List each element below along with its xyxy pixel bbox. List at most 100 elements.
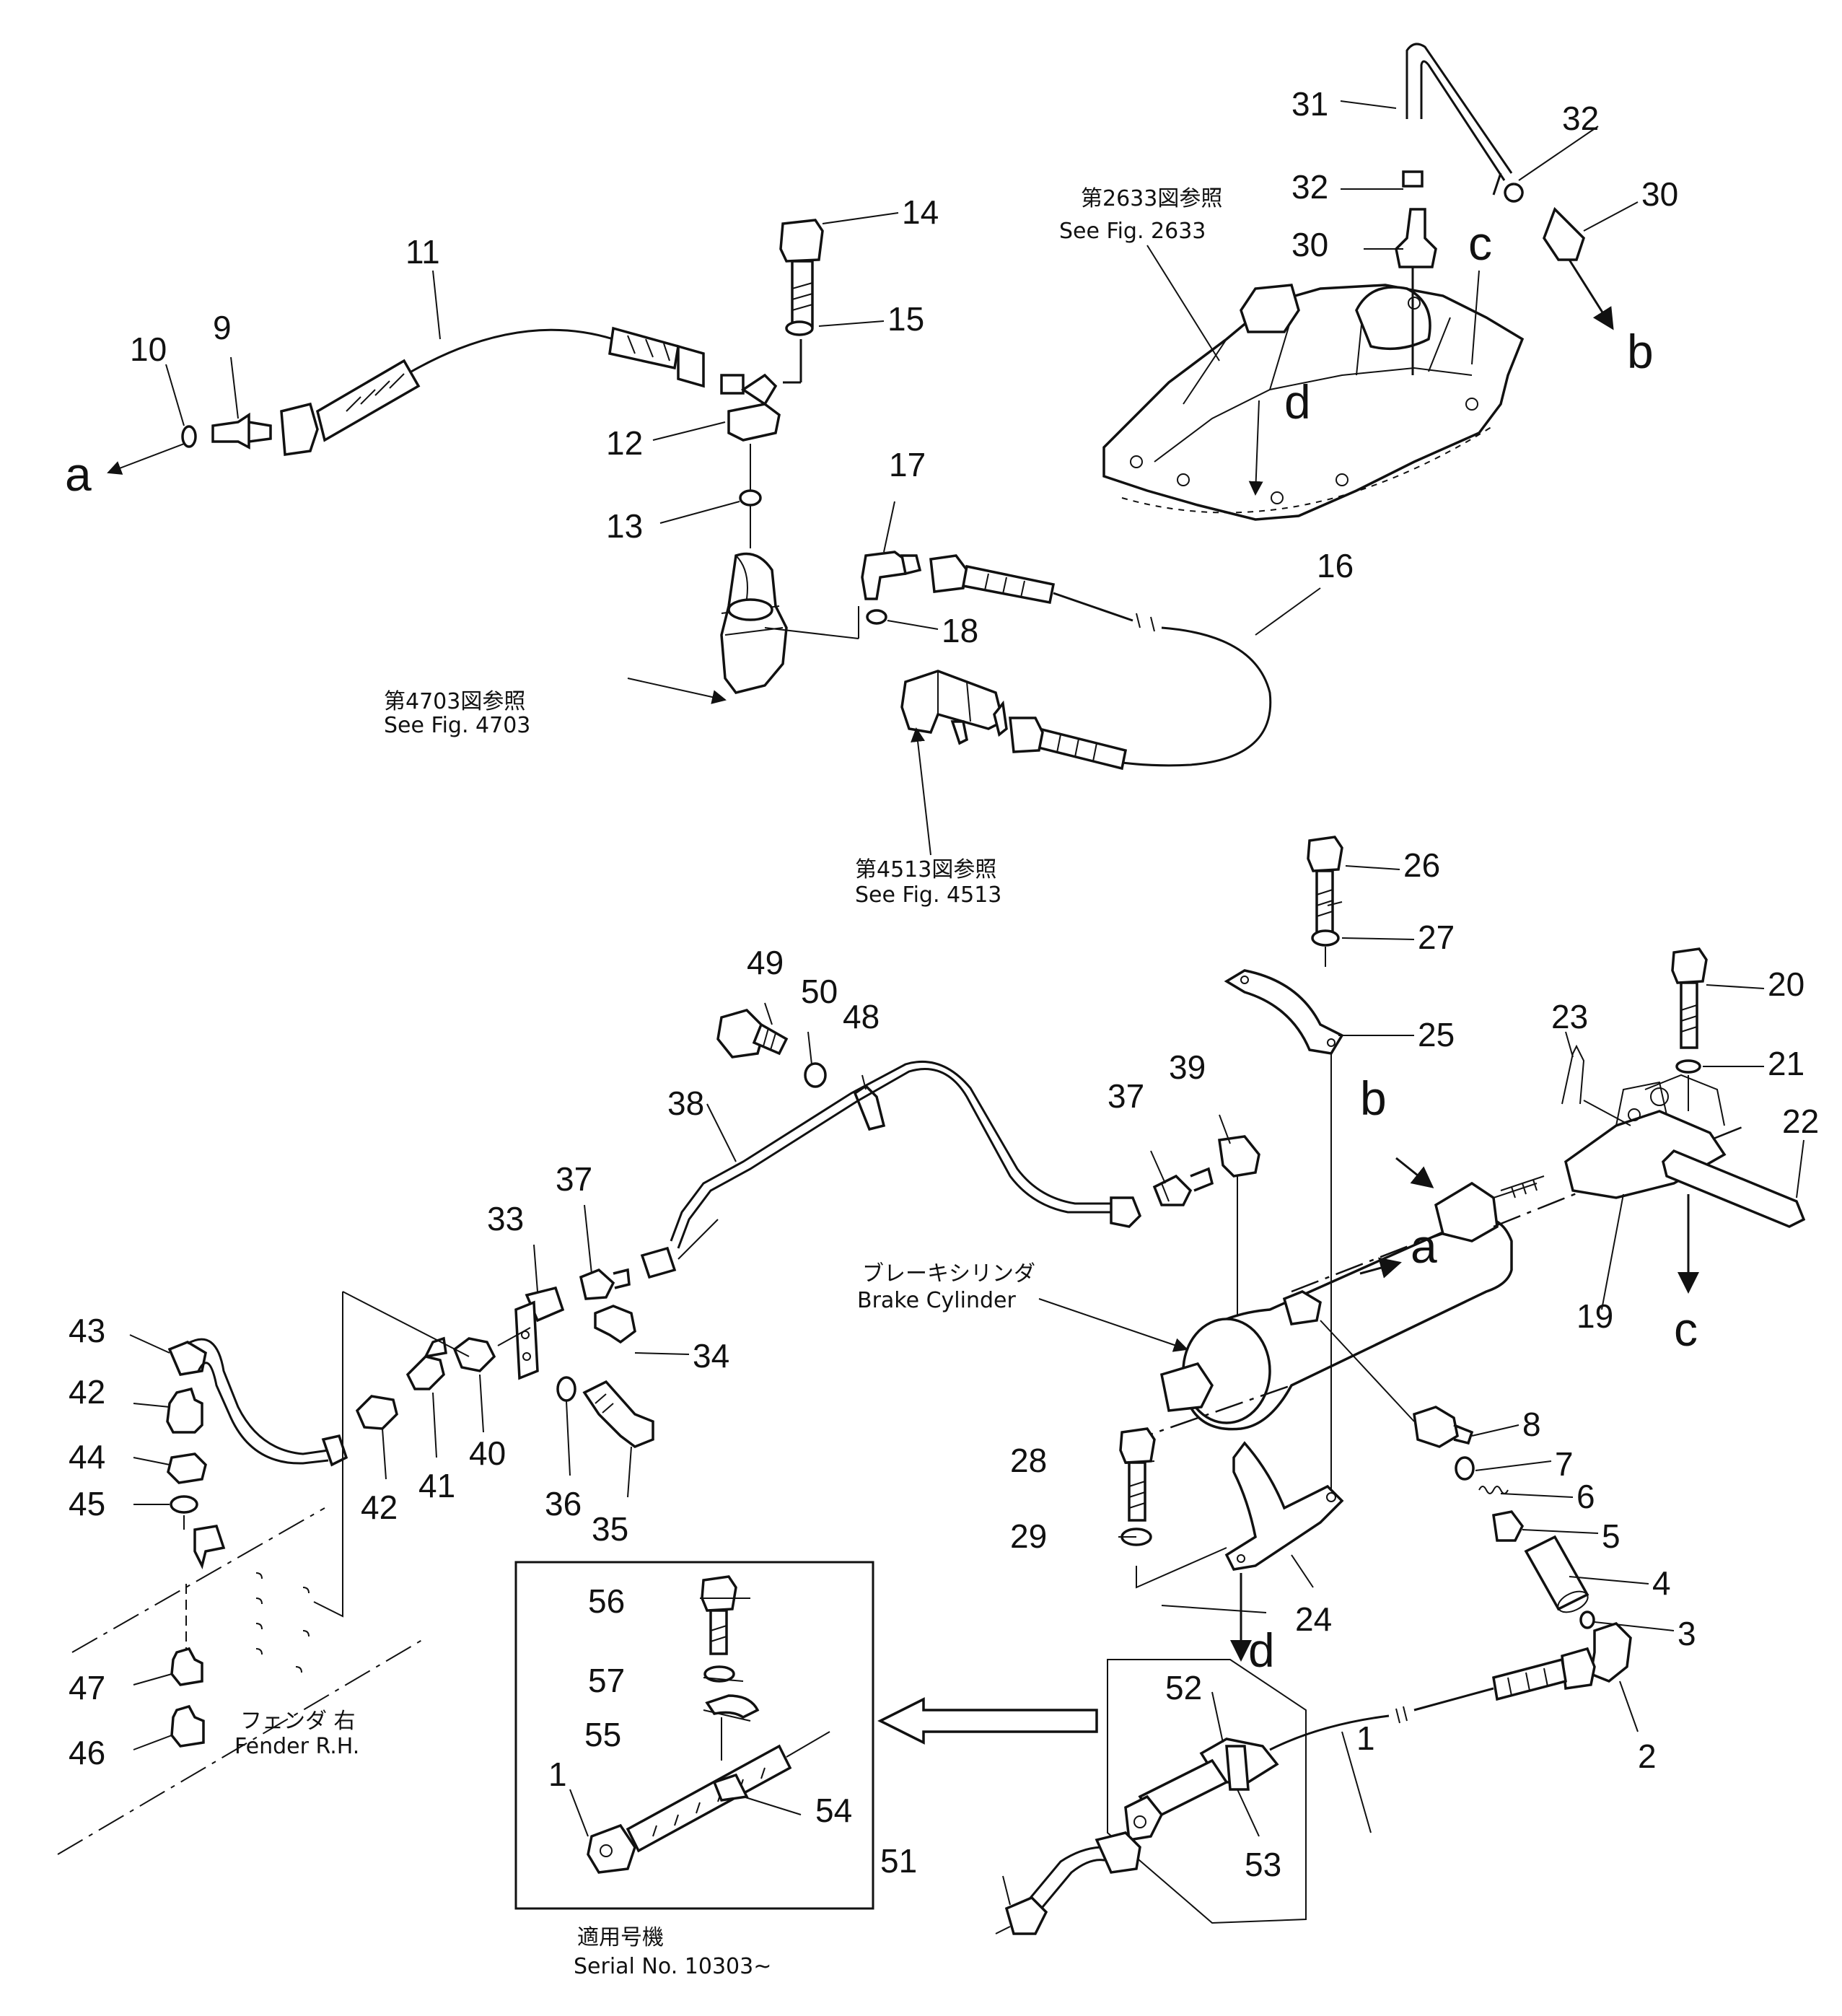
letter-b-lower: b [1360, 1071, 1387, 1125]
adapter-42-middle [355, 1395, 398, 1430]
housing-flange [727, 598, 773, 621]
washer-21 [1675, 1059, 1701, 1074]
hose16-nut-top [929, 554, 968, 593]
transmission-cover-assembly [1102, 284, 1525, 521]
detail-d-panel [1107, 1659, 1307, 1924]
bolt-14-washer-15 [779, 219, 824, 336]
ref-fender-jp: フェンダ 右 [240, 1709, 356, 1734]
part-number-37-left: 37 [556, 1160, 592, 1198]
brake-cylinder-flange [1434, 1181, 1499, 1243]
o-ring-3 [1579, 1610, 1595, 1629]
elbow-fitting-left [1395, 208, 1437, 268]
adapter-40 [452, 1337, 496, 1372]
washer-57 [703, 1665, 735, 1683]
spring-6 [1478, 1486, 1509, 1494]
adapter-8 [1413, 1406, 1474, 1448]
cover-dome [1355, 286, 1431, 351]
part-number-10: 10 [130, 330, 167, 368]
part-number-7: 7 [1555, 1445, 1574, 1483]
strap-25 [1224, 969, 1344, 1055]
part-number-48: 48 [843, 998, 880, 1035]
cover-bolt-hole [1465, 398, 1478, 411]
part-number-17: 17 [889, 446, 926, 483]
washer-27 [1311, 929, 1340, 947]
elbow-fitting-12-stub [720, 374, 745, 395]
part-number-32-left: 32 [1291, 168, 1328, 206]
ref-fig2633-jp: 第2633図参照 [1081, 186, 1222, 211]
valve-5 [1492, 1510, 1525, 1542]
part-number-30-left: 30 [1291, 226, 1328, 263]
hose1-nut-right [1561, 1647, 1596, 1690]
clamp-53 [1225, 1745, 1250, 1791]
part-number-9: 9 [213, 309, 232, 346]
pipe-51-fitting [1004, 1896, 1048, 1935]
bracket-19-group [1561, 947, 1806, 1294]
letter-d-lower: d [1248, 1623, 1275, 1677]
ref-fig4513-jp: 第4513図参照 [855, 857, 996, 882]
arrow-from-b [1395, 1157, 1434, 1188]
part-number-3: 3 [1677, 1615, 1696, 1652]
part-number-13: 13 [606, 507, 643, 545]
hose16-socket-bottom [1033, 727, 1128, 771]
hose1-socket-right [1492, 1657, 1567, 1701]
part-number-50: 50 [801, 973, 838, 1010]
bolt-14-shank [791, 260, 814, 328]
pipe-38 [670, 1061, 1111, 1249]
washer-36 [556, 1376, 576, 1402]
elbow-2 [1589, 1621, 1632, 1683]
valve-housing-fig4703 [720, 552, 859, 694]
part-number-41: 41 [418, 1467, 455, 1504]
transmission-cover-body [1102, 284, 1525, 521]
letter-d-upper: d [1284, 375, 1311, 429]
part-number-25: 25 [1418, 1016, 1455, 1053]
washer-45 [170, 1495, 198, 1514]
part-number-16: 16 [1317, 547, 1354, 584]
ref-fig2633-en: See Fig. 2633 [1059, 219, 1206, 244]
part-number-31: 31 [1291, 85, 1328, 123]
part-number-2: 2 [1638, 1737, 1657, 1775]
part-number-8: 8 [1522, 1406, 1541, 1443]
adapter-42-left [166, 1387, 203, 1434]
pipe-43-head [167, 1341, 207, 1376]
cover-bolt-hole [1177, 473, 1190, 486]
hose-nut-left [280, 402, 319, 456]
part-number-35: 35 [592, 1510, 628, 1548]
ref-serial-jp: 適用号機 [577, 1925, 664, 1950]
arrow-to-b [1568, 259, 1614, 330]
part-number-39: 39 [1169, 1048, 1206, 1086]
part-number-15: 15 [887, 300, 924, 338]
hose-inset [626, 1744, 792, 1853]
part-number-37-right: 37 [1108, 1077, 1144, 1115]
hose-clamp-upper [1504, 183, 1524, 203]
bolt-20-shank [1680, 981, 1698, 1049]
pin-22 [1662, 1149, 1806, 1228]
part-number-47: 47 [69, 1669, 105, 1706]
pipe-38-end-right [1110, 1196, 1142, 1228]
part-number-26: 26 [1403, 846, 1440, 884]
brake-cylinder-assembly [1125, 1124, 1747, 1445]
ref-fender-en: Fender R.H. [234, 1734, 359, 1759]
cylinder-straps [1119, 836, 1344, 1662]
elbow-pipe-51 [995, 1831, 1141, 1935]
bolt-20-head [1671, 947, 1708, 984]
ref-fig4703-jp: 第4703図参照 [384, 689, 525, 714]
letter-c-lower: c [1674, 1302, 1698, 1356]
ref-fig4703-en: See Fig. 4703 [384, 713, 530, 738]
fender-plate [313, 1292, 343, 1618]
fittings-37-39 [342, 1135, 1260, 1448]
bolt-26-head [1307, 836, 1343, 872]
brake-cylinder-port [1282, 1290, 1322, 1325]
part-number-4: 4 [1652, 1564, 1671, 1602]
letter-a-lower: a [1411, 1219, 1437, 1273]
cotter-23 [1561, 1044, 1585, 1105]
elbow-17-oring-18 [861, 551, 922, 625]
part-number-14: 14 [902, 193, 939, 231]
adapter-37-right [1152, 1167, 1214, 1206]
breather-hose-group [1395, 43, 1614, 375]
bolt-28-shank [1128, 1461, 1146, 1522]
part-number-21: 21 [1768, 1045, 1804, 1082]
part-number-51: 51 [880, 1842, 917, 1880]
fitting-chain-2-8 [1320, 1320, 1632, 1683]
hose-nut-right [677, 344, 705, 388]
part-number-30-right: 30 [1641, 175, 1678, 213]
